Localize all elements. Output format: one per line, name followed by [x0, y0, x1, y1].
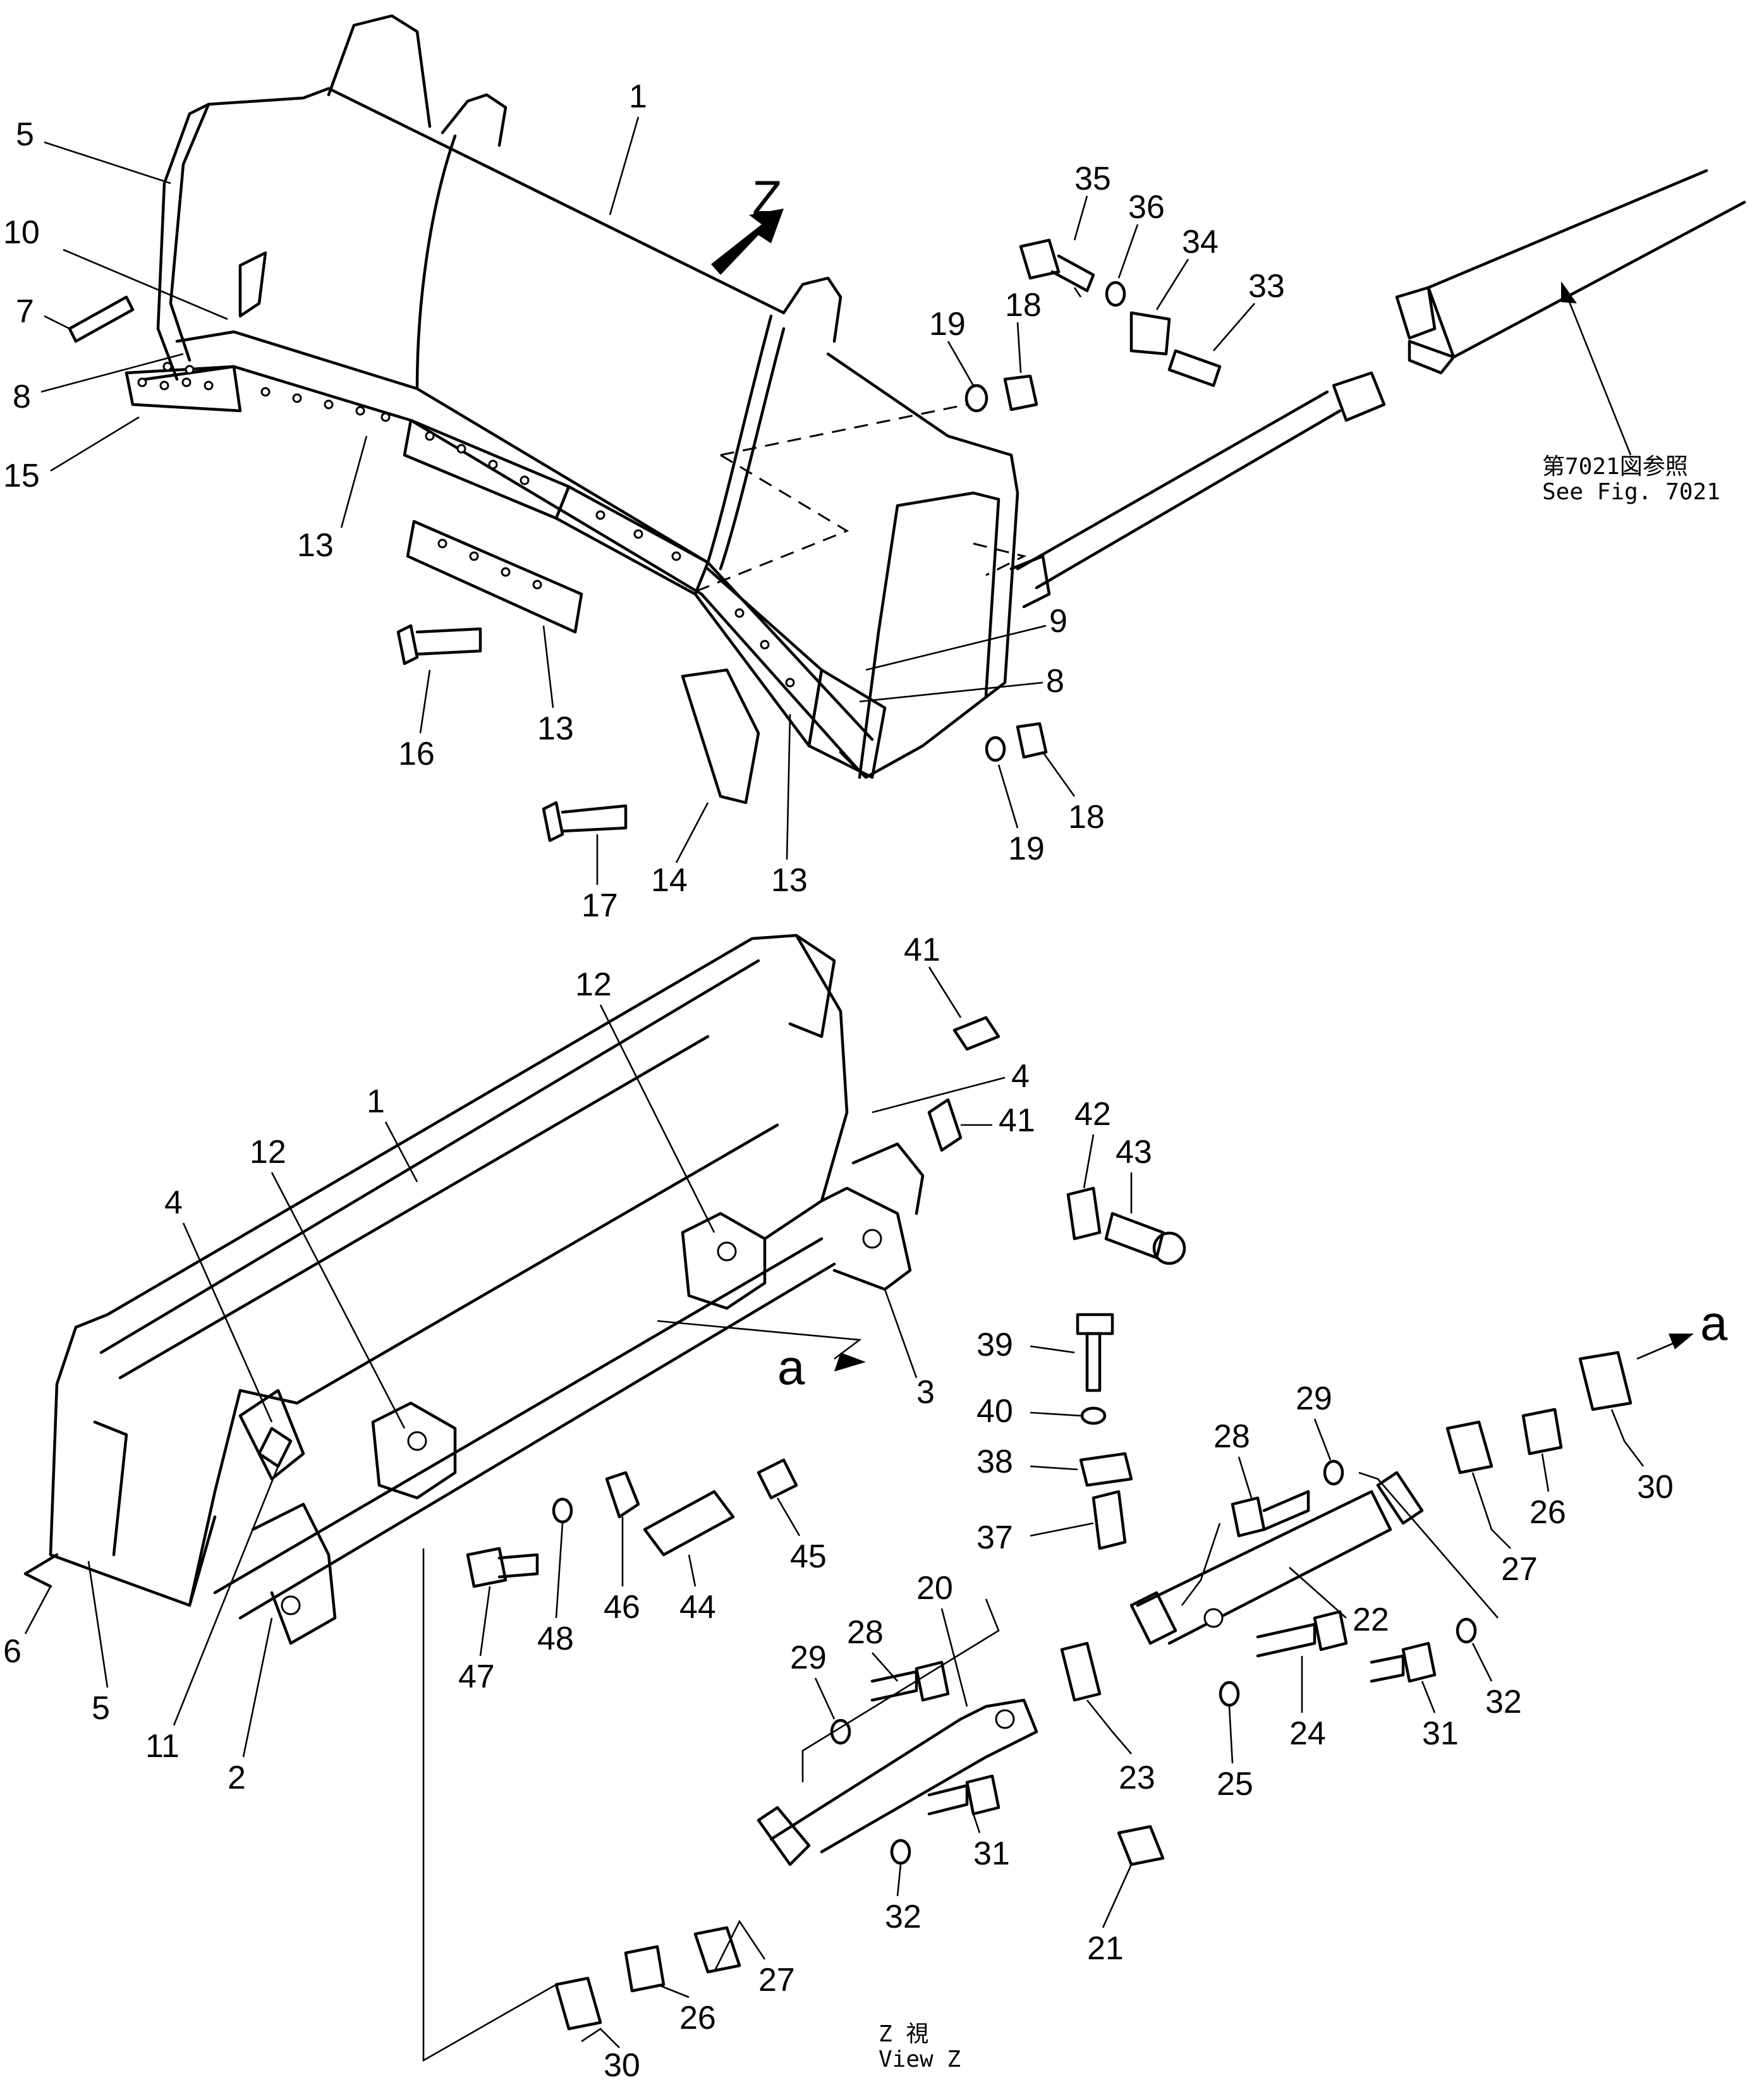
callout-label: 29 — [790, 1639, 827, 1676]
callout-label: 20 — [916, 1570, 953, 1607]
view-caption-ja: Z 視 — [879, 2021, 928, 2047]
callout-label: 3 — [916, 1374, 935, 1411]
section-a-label: a — [777, 1339, 805, 1395]
callout-label: 38 — [976, 1444, 1013, 1480]
callout-label: 45 — [790, 1538, 827, 1575]
callout-label: 33 — [1248, 268, 1285, 305]
callout-label: 7 — [16, 293, 34, 330]
callout-label: 5 — [92, 1690, 110, 1727]
view-z-arrow: Z — [711, 170, 784, 275]
callout-label: 27 — [1501, 1551, 1538, 1588]
callout-label: 31 — [1422, 1715, 1459, 1752]
callout-label: 26 — [1530, 1494, 1566, 1531]
callout-label: 24 — [1289, 1715, 1326, 1752]
callout-label: 41 — [904, 932, 940, 968]
callout-label: 28 — [847, 1614, 884, 1651]
callout-label: 4 — [164, 1184, 183, 1221]
callout-label: 18 — [1068, 799, 1105, 836]
callout-label: 11 — [145, 1728, 179, 1765]
callout-label: 27 — [758, 1962, 795, 1998]
callout-label: 29 — [1296, 1380, 1332, 1417]
callout-label: 2 — [228, 1760, 246, 1796]
callout-label: 30 — [1637, 1469, 1674, 1505]
callout-labels: 1 5 10 7 8 15 13 16 13 17 14 13 9 8 19 1… — [3, 78, 1674, 2080]
callout-label: 8 — [1046, 663, 1064, 700]
callout-label: 44 — [679, 1589, 716, 1626]
callout-label: 12 — [250, 1134, 286, 1171]
callout-label: 48 — [537, 1621, 574, 1657]
callout-label: 25 — [1217, 1766, 1253, 1803]
callout-label: 17 — [581, 887, 618, 924]
callout-label: 8 — [13, 379, 31, 415]
callout-label: 28 — [1214, 1418, 1250, 1455]
callout-label: 36 — [1128, 189, 1165, 226]
callout-label: 13 — [771, 862, 808, 899]
callout-label: 42 — [1074, 1096, 1111, 1133]
callout-label: 40 — [976, 1393, 1013, 1430]
callout-label: 14 — [651, 862, 688, 899]
callout-label: 47 — [458, 1658, 495, 1695]
callout-label: 32 — [1485, 1684, 1522, 1720]
shim-plate-7 — [68, 295, 135, 343]
view-z-caption: Z 視 View Z — [879, 2021, 961, 2072]
blade-front-view — [68, 14, 1746, 842]
callout-label: 19 — [1008, 830, 1045, 867]
callout-label: 41 — [999, 1102, 1035, 1139]
callout-label: 43 — [1116, 1134, 1152, 1171]
callout-label: 37 — [976, 1519, 1013, 1556]
callout-label: 5 — [16, 116, 34, 153]
callout-label: 32 — [885, 1899, 922, 1935]
callout-label: 34 — [1182, 224, 1219, 260]
callout-label: 21 — [1087, 1930, 1124, 1967]
callout-label: 18 — [1005, 287, 1042, 324]
callout-label: 16 — [398, 736, 435, 772]
callout-label: 6 — [3, 1633, 21, 1670]
callout-label: 30 — [604, 2047, 640, 2080]
loose-edge-holes — [437, 538, 542, 590]
callout-label: 12 — [575, 966, 612, 1003]
callout-label: 1 — [367, 1083, 385, 1120]
callout-label: 23 — [1119, 1760, 1155, 1796]
callout-label: 26 — [679, 2000, 716, 2036]
callout-label: 22 — [1353, 1602, 1389, 1638]
callout-label: 1 — [629, 78, 647, 115]
callout-label: 19 — [929, 306, 966, 343]
callout-label: 15 — [3, 458, 40, 494]
edge-bolt-holes — [137, 362, 795, 688]
reference-note-en: See Fig. 7021 — [1542, 479, 1720, 505]
callout-label: 4 — [1011, 1058, 1030, 1095]
reference-note-ja: 第7021図参照 — [1542, 454, 1688, 480]
callout-label: 39 — [976, 1327, 1013, 1363]
section-a-right-label: a — [1700, 1295, 1728, 1351]
view-z-label: Z — [752, 170, 782, 226]
blade-rear-view: a — [23, 934, 1186, 2062]
callout-label: 31 — [973, 1835, 1010, 1872]
callout-label: 35 — [1074, 161, 1111, 197]
callout-label: 46 — [604, 1589, 640, 1626]
callout-label: 13 — [537, 710, 574, 747]
callout-label: 13 — [297, 527, 334, 564]
reference-note: 第7021図参照 See Fig. 7021 — [1542, 281, 1720, 505]
view-caption-en: View Z — [879, 2047, 961, 2072]
callout-label: 9 — [1049, 603, 1068, 640]
callout-label: 10 — [3, 214, 40, 251]
view-z-assembly: a — [554, 1295, 1728, 2031]
